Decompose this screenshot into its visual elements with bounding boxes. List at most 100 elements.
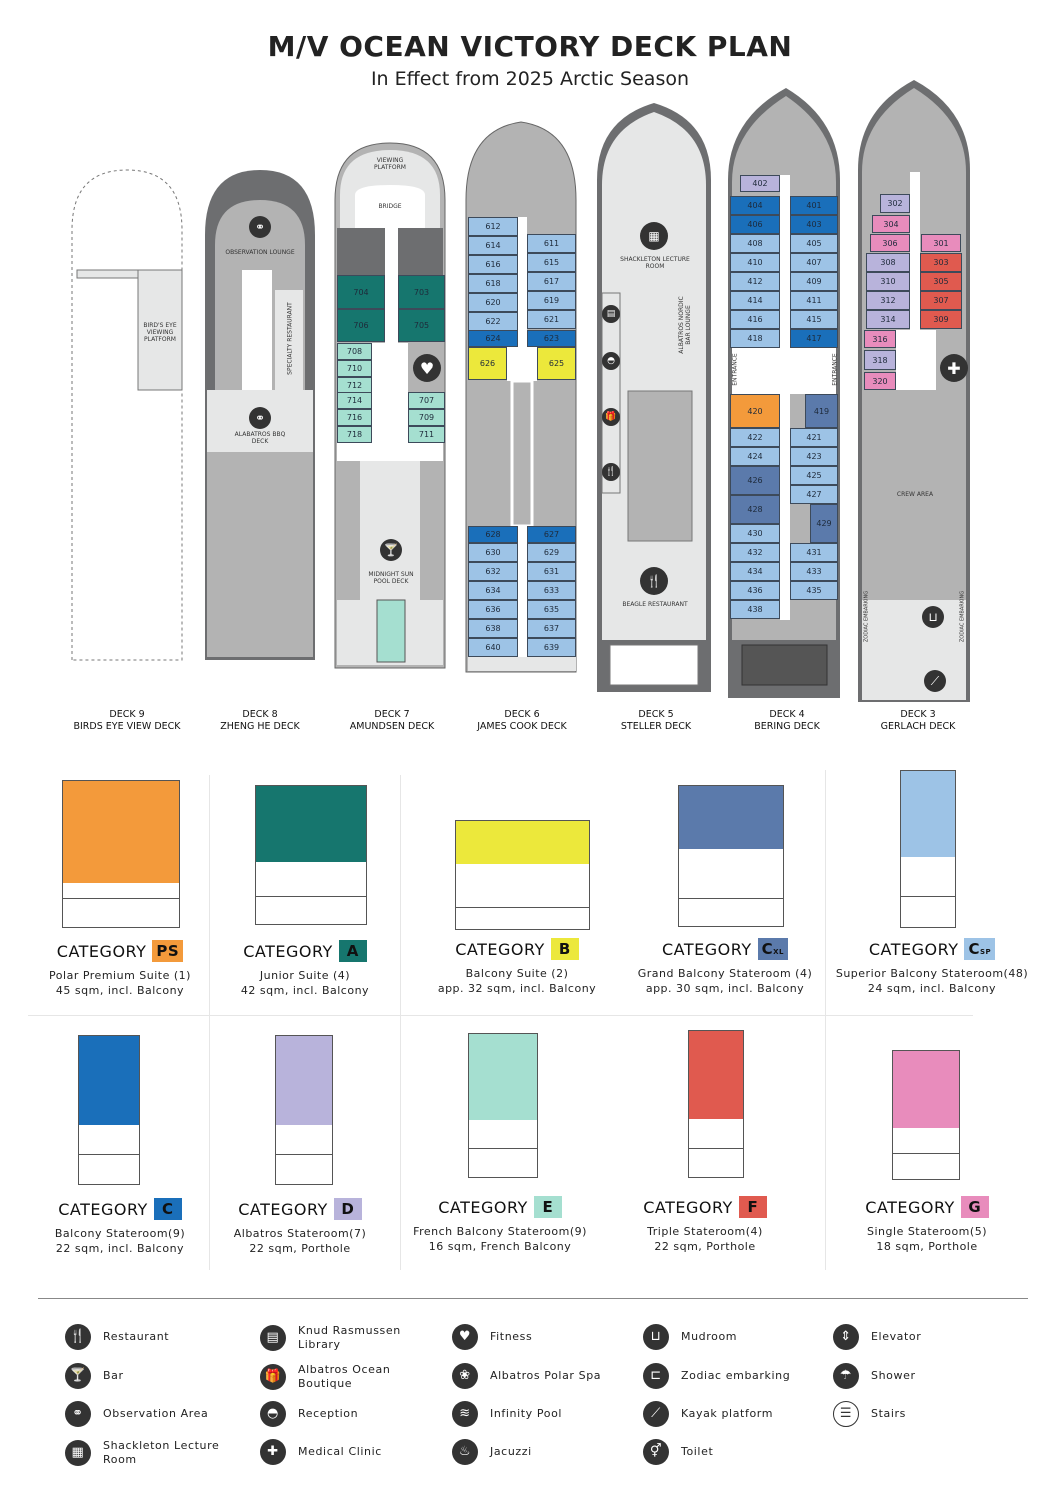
area-label: ALBATROS NORDIC BAR LOUNGE <box>678 296 692 354</box>
boutique-icon: 🎁 <box>260 1364 286 1390</box>
cabin-637: 637 <box>527 619 576 638</box>
cabin-303: 303 <box>920 253 962 272</box>
cabin-706: 706 <box>337 309 385 342</box>
cabin-705: 705 <box>398 309 445 342</box>
floorplan-c <box>78 1035 140 1185</box>
legend-label: Shower <box>871 1369 916 1382</box>
cabin-415: 415 <box>790 310 838 329</box>
cabin-312: 312 <box>866 291 910 310</box>
legend-label: Fitness <box>490 1330 533 1343</box>
cabin-405: 405 <box>790 234 838 253</box>
category-size: 18 sqm, Porthole <box>876 1240 978 1253</box>
area-label: MIDNIGHT SUN POOL DECK <box>368 571 414 585</box>
toilet-icon: ⚥ <box>643 1439 669 1465</box>
kayak-icon: ⟋ <box>643 1401 669 1427</box>
cabin-305: 305 <box>920 272 962 291</box>
legend-label: Albatros Polar Spa <box>490 1369 602 1382</box>
cabin-619: 619 <box>527 291 576 310</box>
legend-item: ▦Shackleton Lecture Room <box>65 1439 245 1467</box>
category-badge: F <box>738 1196 767 1218</box>
lecture-room-icon: ▦ <box>640 222 668 250</box>
cabin-615: 615 <box>527 253 576 272</box>
cabin-404: 404 <box>730 196 780 215</box>
area-label: BRIDGE <box>378 203 402 210</box>
category-label: CATEGORY <box>865 1197 955 1217</box>
cabin-431: 431 <box>790 543 838 562</box>
floorplan-d <box>275 1035 333 1185</box>
bar-icon: 🍸 <box>65 1363 91 1389</box>
floorplan-room <box>469 1034 537 1120</box>
category-name: French Balcony Stateroom(9) <box>413 1225 587 1238</box>
fitness-icon: ♥ <box>413 354 441 382</box>
legend-label: Medical Clinic <box>298 1445 382 1458</box>
category-name: Albatros Stateroom(7) <box>233 1227 367 1240</box>
floorplan-csp <box>900 770 956 928</box>
cabin-625: 625 <box>537 347 576 380</box>
legend-item: ⊔Mudroom <box>643 1324 823 1350</box>
category-badge: G <box>960 1196 989 1218</box>
cabin-704: 704 <box>337 275 385 309</box>
cabin-422: 422 <box>730 428 780 447</box>
legend-item: ≋Infinity Pool <box>452 1401 632 1427</box>
restaurant-icon: 🍴 <box>602 463 620 481</box>
floorplan-room <box>276 1036 332 1125</box>
category-size: 22 sqm, Porthole <box>249 1242 351 1255</box>
area-label: ZODIAC EMBARKING <box>959 590 966 643</box>
category-size: app. 30 sqm, incl. Balcony <box>645 982 805 995</box>
category-badge: D <box>333 1198 362 1220</box>
category-name: Balcony Suite (2) <box>465 967 569 980</box>
mudroom-icon: ⊔ <box>922 606 944 628</box>
reception-icon: ◓ <box>260 1401 286 1427</box>
category-label: CATEGORY <box>643 1197 733 1217</box>
cabin-620: 620 <box>468 293 518 312</box>
category-label: CATEGORY <box>58 1199 148 1219</box>
cabin-420: 420 <box>730 394 780 428</box>
cabin-302: 302 <box>880 194 910 213</box>
cabin-407: 407 <box>790 253 838 272</box>
cabin-714: 714 <box>337 392 372 409</box>
cabin-718: 718 <box>337 426 372 443</box>
medical-icon: ✚ <box>260 1439 286 1465</box>
cabin-622: 622 <box>468 312 518 331</box>
cabin-703: 703 <box>398 275 445 309</box>
category-size: 16 sqm, French Balcony <box>428 1240 572 1253</box>
cabin-612: 612 <box>468 217 518 236</box>
restaurant-icon: 🍴 <box>65 1324 91 1350</box>
floorplan-balcony <box>79 1154 139 1184</box>
cabin-618: 618 <box>468 274 518 293</box>
jacuzzi-icon: ♨ <box>452 1439 478 1465</box>
legend-item: ◓Reception <box>260 1401 440 1427</box>
cabin-616: 616 <box>468 255 518 274</box>
cabin-632: 632 <box>468 562 518 581</box>
floorplan-a <box>255 785 367 925</box>
stairs-icon: ☰ <box>833 1401 859 1427</box>
deck-9-outline <box>71 169 183 661</box>
divider <box>400 775 401 1270</box>
legend-label: Mudroom <box>681 1330 738 1343</box>
legend-label: Observation Area <box>103 1407 209 1420</box>
cabin-424: 424 <box>730 447 780 466</box>
area-label: CREW AREA <box>896 491 934 498</box>
cabin-636: 636 <box>468 600 518 619</box>
cabin-631: 631 <box>527 562 576 581</box>
fitness-icon: ♥ <box>452 1324 478 1350</box>
floorplan-balcony <box>679 898 783 926</box>
category-name: Grand Balcony Stateroom (4) <box>637 967 813 980</box>
category-size: 22 sqm, Porthole <box>654 1240 756 1253</box>
cabin-304: 304 <box>872 215 910 233</box>
legend-label: Restaurant <box>103 1330 170 1343</box>
category-label: CATEGORY <box>868 939 959 959</box>
cabin-411: 411 <box>790 291 838 310</box>
cabin-428: 428 <box>730 495 780 524</box>
category-badge: PS <box>152 940 184 962</box>
kayak-icon: ⟋ <box>924 670 946 692</box>
category-badge: CSP <box>964 938 996 960</box>
cabin-316: 316 <box>864 330 896 348</box>
cabin-634: 634 <box>468 581 518 600</box>
floorplan-balcony <box>456 907 589 929</box>
cabin-635: 635 <box>527 600 576 619</box>
cabin-406: 406 <box>730 215 780 234</box>
